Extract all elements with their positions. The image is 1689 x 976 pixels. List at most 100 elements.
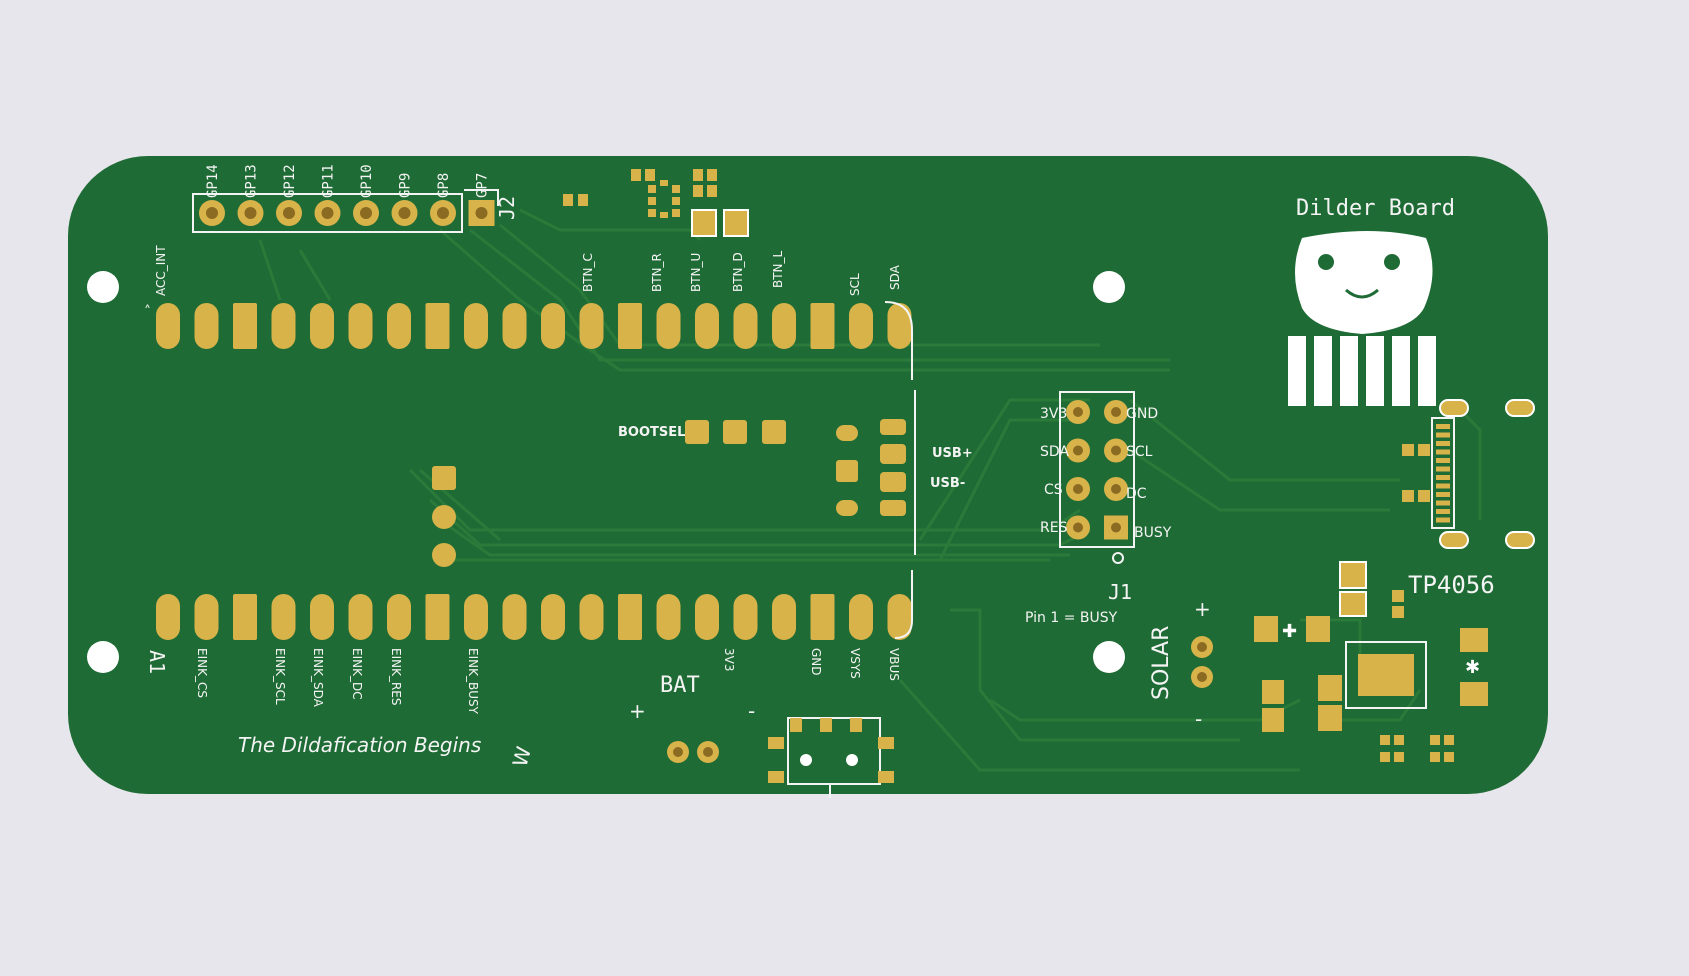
tp4056-label: TP4056 xyxy=(1408,571,1495,599)
j2-pin-label: GP11 xyxy=(321,164,337,198)
label-scl: SCL xyxy=(848,273,862,296)
label-eink-res: EINK_RES xyxy=(389,648,403,706)
pico-pad-bottom xyxy=(887,594,912,640)
j1-label-cs: CS xyxy=(1044,482,1063,498)
label-btn-d: BTN_D xyxy=(731,252,745,292)
pico-pad-bottom xyxy=(541,594,565,640)
pico-top-labels: ACC_INT BTN_C BTN_R BTN_U BTN_D BTN_L SC… xyxy=(154,245,902,296)
label-btn-c: BTN_C xyxy=(581,253,595,292)
j1-label-dc: DC xyxy=(1126,486,1147,502)
pico-pad-top xyxy=(233,303,257,349)
battery-label: BAT xyxy=(660,673,700,698)
label-eink-sda: EINK_SDA xyxy=(311,648,325,708)
j2-pin-label: GP10 xyxy=(359,164,375,198)
label-eink-busy: EINK_BUSY xyxy=(466,648,480,715)
label-3v3: 3V3 xyxy=(722,648,736,671)
j1-label-scl: SCL xyxy=(1126,444,1153,460)
pico-pad-top xyxy=(618,303,642,349)
pico-pad-top xyxy=(849,303,873,349)
label-sda: SDA xyxy=(888,264,902,290)
usbc-pin xyxy=(1436,466,1450,472)
pico-pad-top xyxy=(387,303,411,349)
svg-text:✱: ✱ xyxy=(1465,657,1480,678)
pico-pad-bottom xyxy=(387,594,411,640)
mounting-holes xyxy=(87,271,1125,673)
label-btn-u: BTN_U xyxy=(689,253,703,292)
j1-label-busy: BUSY xyxy=(1134,525,1172,541)
j2-pin-label: GP9 xyxy=(398,173,414,198)
usbc-pin xyxy=(1436,500,1450,506)
j1-label-gnd: GND xyxy=(1126,406,1158,422)
label-btn-r: BTN_R xyxy=(650,253,664,292)
pico-pad-bottom xyxy=(464,594,488,640)
usbc-pin xyxy=(1436,475,1450,480)
pico-designator: A1 xyxy=(145,650,169,674)
label-gnd: GND xyxy=(809,648,823,676)
pico-pad-top xyxy=(502,303,527,349)
smd-cluster-top xyxy=(563,169,749,237)
pico-pad-top xyxy=(310,303,334,349)
pico-pad-bottom xyxy=(656,594,681,640)
label-vbus: VBUS xyxy=(887,648,901,681)
pico-pad-bottom xyxy=(618,594,642,640)
usbc-connector xyxy=(1402,399,1535,549)
pico-pad-bottom xyxy=(772,594,796,640)
pico-pad-bottom xyxy=(695,594,719,640)
pico-pad-top xyxy=(887,303,912,349)
pico-pad-bottom xyxy=(579,594,604,640)
pico-bottom-labels: EINK_CS EINK_SCL EINK_SDA EINK_DC EINK_R… xyxy=(195,648,901,715)
bootsel-area: BOOTSEL USB+ USB- xyxy=(618,419,973,516)
solar-label: SOLAR xyxy=(1149,626,1174,700)
j1-pin1-note: Pin 1 = BUSY xyxy=(1025,610,1118,626)
pico-pad-top xyxy=(464,303,488,349)
pico-pad-bottom xyxy=(233,594,257,640)
bootsel-label: BOOTSEL xyxy=(618,425,685,440)
battery-minus: - xyxy=(748,699,755,723)
battery-plus: + xyxy=(629,699,646,723)
j1-designator: J1 xyxy=(1108,580,1132,604)
label-eink-scl: EINK_SCL xyxy=(273,648,287,705)
pico-pad-bottom xyxy=(502,594,527,640)
pico-pad-bottom xyxy=(810,594,835,640)
j2-pin-label: GP7 xyxy=(475,173,491,198)
usbc-pin xyxy=(1436,432,1450,438)
board-title: Dilder Board xyxy=(1296,196,1455,221)
usbc-pin xyxy=(1436,517,1450,523)
pico-pad-bottom xyxy=(194,594,219,640)
label-btn-l: BTN_L xyxy=(771,250,785,288)
usb-minus-label: USB- xyxy=(930,476,965,491)
label-eink-cs: EINK_CS xyxy=(195,648,209,698)
label-vsys: VSYS xyxy=(848,648,862,679)
solar-minus: - xyxy=(1195,707,1202,731)
pico-pad-bottom xyxy=(156,594,180,640)
usbc-pin xyxy=(1436,441,1450,446)
pico-pad-top xyxy=(541,303,565,349)
pico-pad-bottom xyxy=(733,594,758,640)
pico-pad-bottom xyxy=(310,594,334,640)
usbc-pin xyxy=(1436,483,1450,489)
pico-pad-top xyxy=(733,303,758,349)
three-pin-header xyxy=(432,466,456,567)
usb-plus-label: USB+ xyxy=(932,446,973,461)
solar-connector: SOLAR + - xyxy=(1149,597,1213,731)
pico-pad-bottom xyxy=(348,594,373,640)
j2-pin-label: GP8 xyxy=(436,173,452,198)
j2-pin-label: GP13 xyxy=(244,164,260,198)
pico-pad-top xyxy=(810,303,835,349)
label-eink-dc: EINK_DC xyxy=(350,648,364,700)
usbc-pin xyxy=(1436,449,1450,455)
pico-pad-top xyxy=(579,303,604,349)
svg-text:✚: ✚ xyxy=(1282,621,1297,642)
pico-pad-bottom xyxy=(425,594,450,640)
solar-plus: + xyxy=(1194,597,1211,621)
usbc-pin xyxy=(1436,509,1450,514)
pico-pad-top xyxy=(348,303,373,349)
pico-pad-top xyxy=(772,303,796,349)
j2-pin-label: GP12 xyxy=(282,164,298,198)
pico-module: A1 ˄ xyxy=(144,301,916,674)
usbc-pin xyxy=(1436,458,1450,463)
pico-pad-top xyxy=(156,303,180,349)
